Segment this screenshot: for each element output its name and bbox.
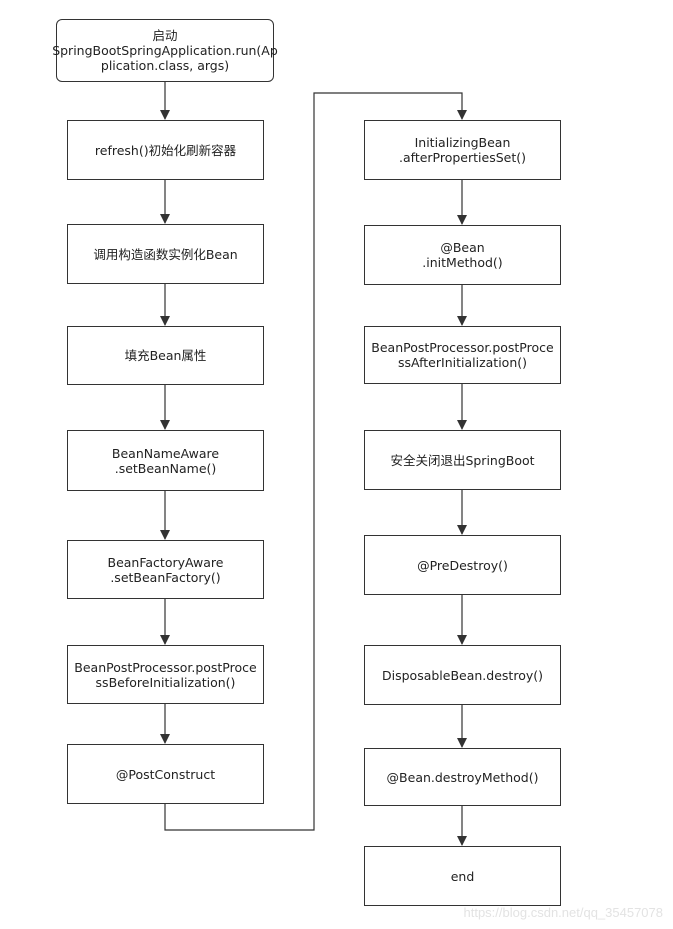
arrow-postconstruct-to-afterpropertiesset: [164, 92, 467, 831]
before-init-node: BeanPostProcessor.postProce ssBeforeInit…: [67, 645, 264, 704]
start-node: 启动 SpringBootSpringApplication.run(Ap pl…: [52, 19, 278, 82]
populate-node: 填充Bean属性: [67, 326, 264, 385]
destroy-node: DisposableBean.destroy(): [364, 645, 561, 705]
pre-destroy-node: @PreDestroy(): [364, 535, 561, 595]
destroy-method-node: @Bean.destroyMethod(): [364, 748, 561, 806]
refresh-node: refresh()初始化刷新容器: [67, 120, 264, 180]
bean-factory-aware-node: BeanFactoryAware .setBeanFactory(): [67, 540, 264, 599]
bean-name-aware-node: BeanNameAware .setBeanName(): [67, 430, 264, 491]
init-method-node: @Bean .initMethod(): [364, 225, 561, 285]
watermark-text: https://blog.csdn.net/qq_35457078: [463, 905, 664, 920]
shutdown-node: 安全关闭退出SpringBoot: [364, 430, 561, 490]
after-init-node: BeanPostProcessor.postProce ssAfterIniti…: [364, 326, 561, 384]
post-construct-node: @PostConstruct: [67, 744, 264, 804]
construct-node: 调用构造函数实例化Bean: [67, 224, 264, 284]
end-node: end: [364, 846, 561, 906]
after-properties-set-node: InitializingBean .afterPropertiesSet(): [364, 120, 561, 180]
